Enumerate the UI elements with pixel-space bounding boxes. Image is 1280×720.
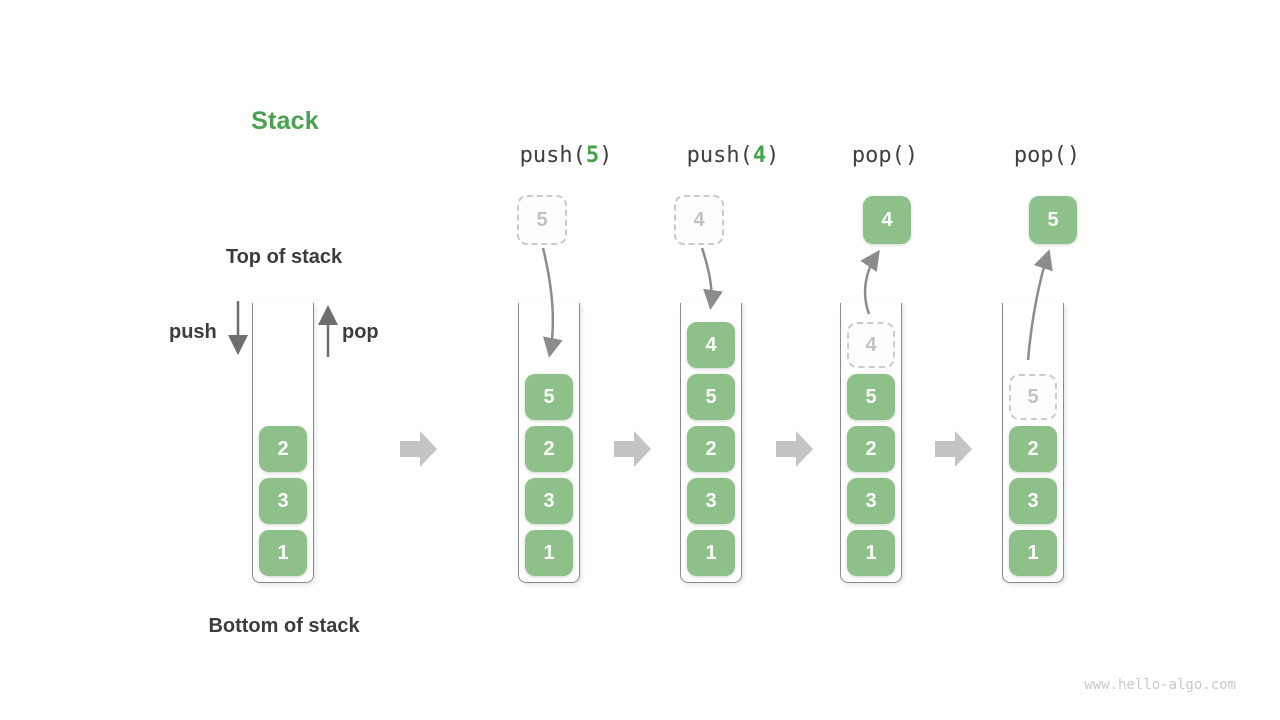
stack-cell: 1 bbox=[847, 530, 895, 576]
floating-element-popped-5: 5 bbox=[1029, 196, 1077, 244]
op-arg: 5 bbox=[585, 143, 600, 168]
op-label-pop-1: pop() bbox=[852, 143, 918, 168]
op-text: push( bbox=[519, 143, 586, 168]
push-4-curve-arrow-icon bbox=[700, 247, 723, 310]
op-label-push-4: push(4) bbox=[687, 143, 780, 168]
flow-arrow-icon bbox=[776, 431, 813, 467]
diagram-title: Stack bbox=[251, 107, 319, 135]
watermark: www.hello-algo.com bbox=[1084, 677, 1236, 693]
op-label-push-5: push(5) bbox=[520, 143, 613, 168]
top-of-stack-label: Top of stack bbox=[225, 246, 343, 268]
stack-cell: 3 bbox=[1009, 478, 1057, 524]
op-text: push( bbox=[686, 143, 753, 168]
stack-cell: 3 bbox=[687, 478, 735, 524]
stack-cell: 2 bbox=[847, 426, 895, 472]
floating-element-dashed-4: 4 bbox=[674, 195, 724, 245]
stack-cell: 5 bbox=[687, 374, 735, 420]
stack-cell: 2 bbox=[259, 426, 307, 472]
stack-cell: 1 bbox=[259, 530, 307, 576]
stack-cell: 3 bbox=[525, 478, 573, 524]
op-close: ) bbox=[766, 143, 780, 168]
floating-element-popped-4: 4 bbox=[863, 196, 911, 244]
op-text: pop() bbox=[851, 143, 919, 168]
op-label-pop-2: pop() bbox=[1014, 143, 1080, 168]
stack-cell: 2 bbox=[687, 426, 735, 472]
op-text: pop() bbox=[1013, 143, 1081, 168]
stack-cell-ghost: 5 bbox=[1009, 374, 1057, 420]
stack-cell: 3 bbox=[259, 478, 307, 524]
flow-arrow-icon bbox=[614, 431, 651, 467]
stack-cell: 1 bbox=[687, 530, 735, 576]
floating-element-dashed-5: 5 bbox=[517, 195, 567, 245]
pop-label: pop bbox=[342, 321, 379, 343]
stack-cell: 1 bbox=[525, 530, 573, 576]
stack-cell: 2 bbox=[1009, 426, 1057, 472]
stack-cell-ghost: 4 bbox=[847, 322, 895, 368]
push-label: push bbox=[169, 321, 217, 343]
stack-cell: 5 bbox=[847, 374, 895, 420]
stack-cell: 2 bbox=[525, 426, 573, 472]
stack-cell: 1 bbox=[1009, 530, 1057, 576]
stack-cell: 4 bbox=[687, 322, 735, 368]
stack-cell: 3 bbox=[847, 478, 895, 524]
bottom-of-stack-label: Bottom of stack bbox=[208, 615, 360, 637]
flow-arrow-icon bbox=[935, 431, 972, 467]
op-close: ) bbox=[599, 143, 613, 168]
flow-arrow-icon bbox=[400, 431, 437, 467]
stack-cell: 5 bbox=[525, 374, 573, 420]
op-arg: 4 bbox=[752, 143, 767, 168]
